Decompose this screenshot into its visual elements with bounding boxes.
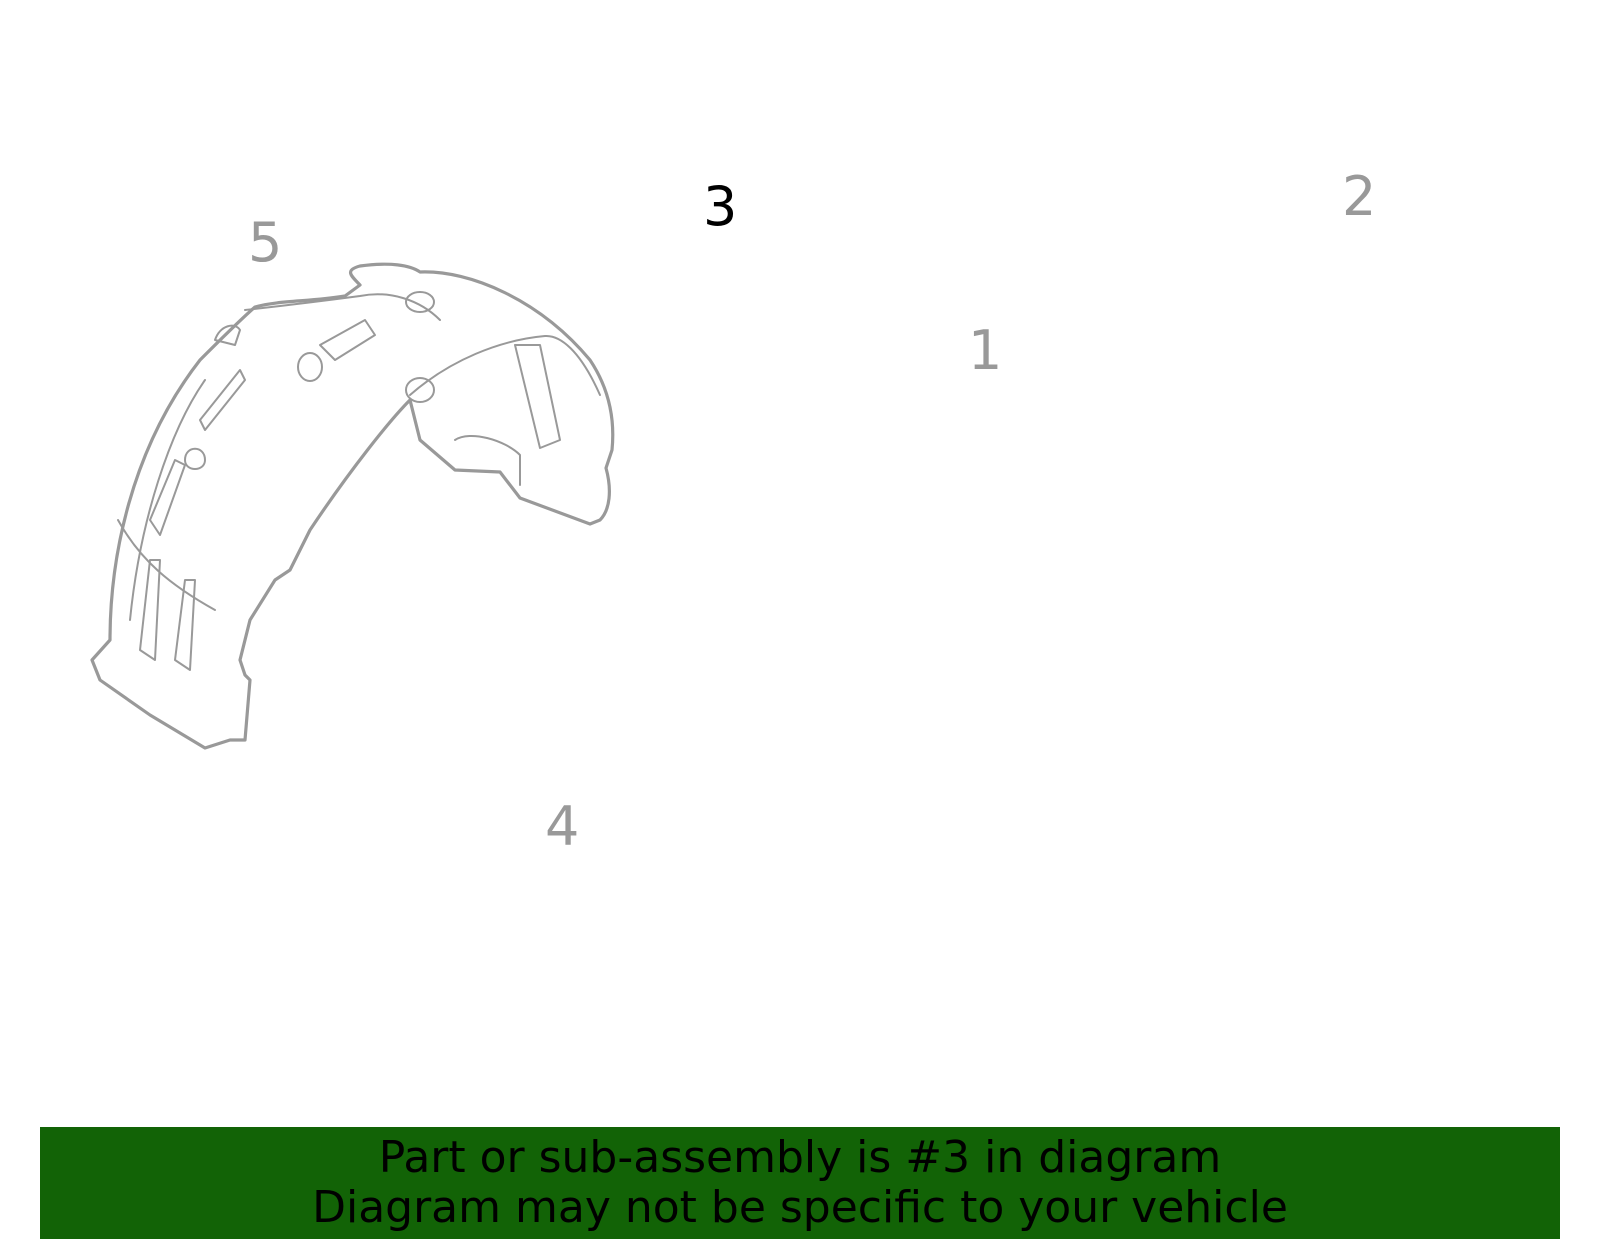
banner-line-part: Part or sub-assembly is #3 in diagram bbox=[378, 1132, 1222, 1183]
callout-2-label[interactable]: 2 bbox=[1342, 165, 1377, 228]
callout-4-label[interactable]: 4 bbox=[545, 795, 580, 858]
parts-diagram bbox=[90, 262, 615, 750]
info-banner: Part or sub-assembly is #3 in diagram Di… bbox=[40, 1127, 1560, 1239]
part-5-fender-liner[interactable] bbox=[90, 262, 615, 750]
callout-5-label[interactable]: 5 bbox=[248, 211, 283, 274]
banner-line-disclaimer: Diagram may not be specific to your vehi… bbox=[312, 1182, 1288, 1233]
callout-1-label[interactable]: 1 bbox=[968, 319, 1003, 382]
callout-3-label[interactable]: 3 bbox=[703, 175, 738, 238]
